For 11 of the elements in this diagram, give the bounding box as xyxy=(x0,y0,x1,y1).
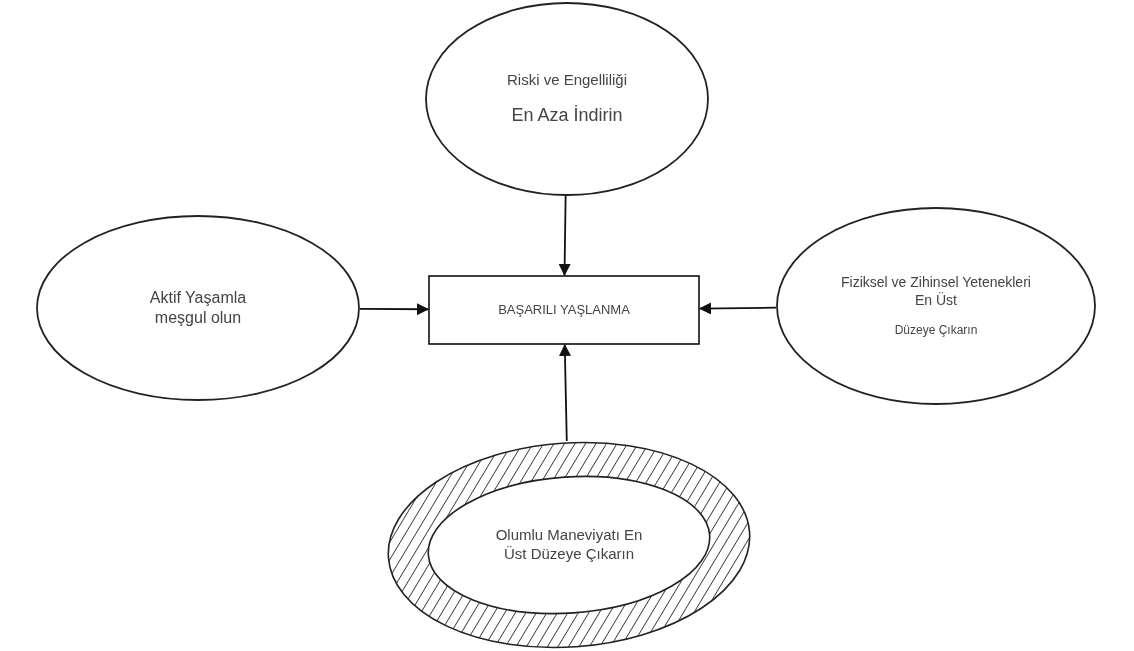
arrow xyxy=(699,302,777,315)
goal-label: Riski ve Engelliliği xyxy=(506,71,627,91)
arrow xyxy=(558,195,571,276)
goal-label: En Aza İndirin xyxy=(511,104,623,127)
outcome-label: BAŞARILI YAŞLANMA xyxy=(498,301,630,319)
goal-label: Düzeye Çıkarın xyxy=(894,323,978,338)
arrow xyxy=(559,344,571,442)
arrow xyxy=(359,303,429,316)
goal-label: Olumlu Maneviyatı En Üst Düzeye Çıkarın xyxy=(494,526,644,564)
goal-label: Aktif Yaşamla meşgul olun xyxy=(148,288,248,328)
goal-label: Fiziksel ve Zihinsel Yetenekleri En Üst xyxy=(841,274,1031,309)
